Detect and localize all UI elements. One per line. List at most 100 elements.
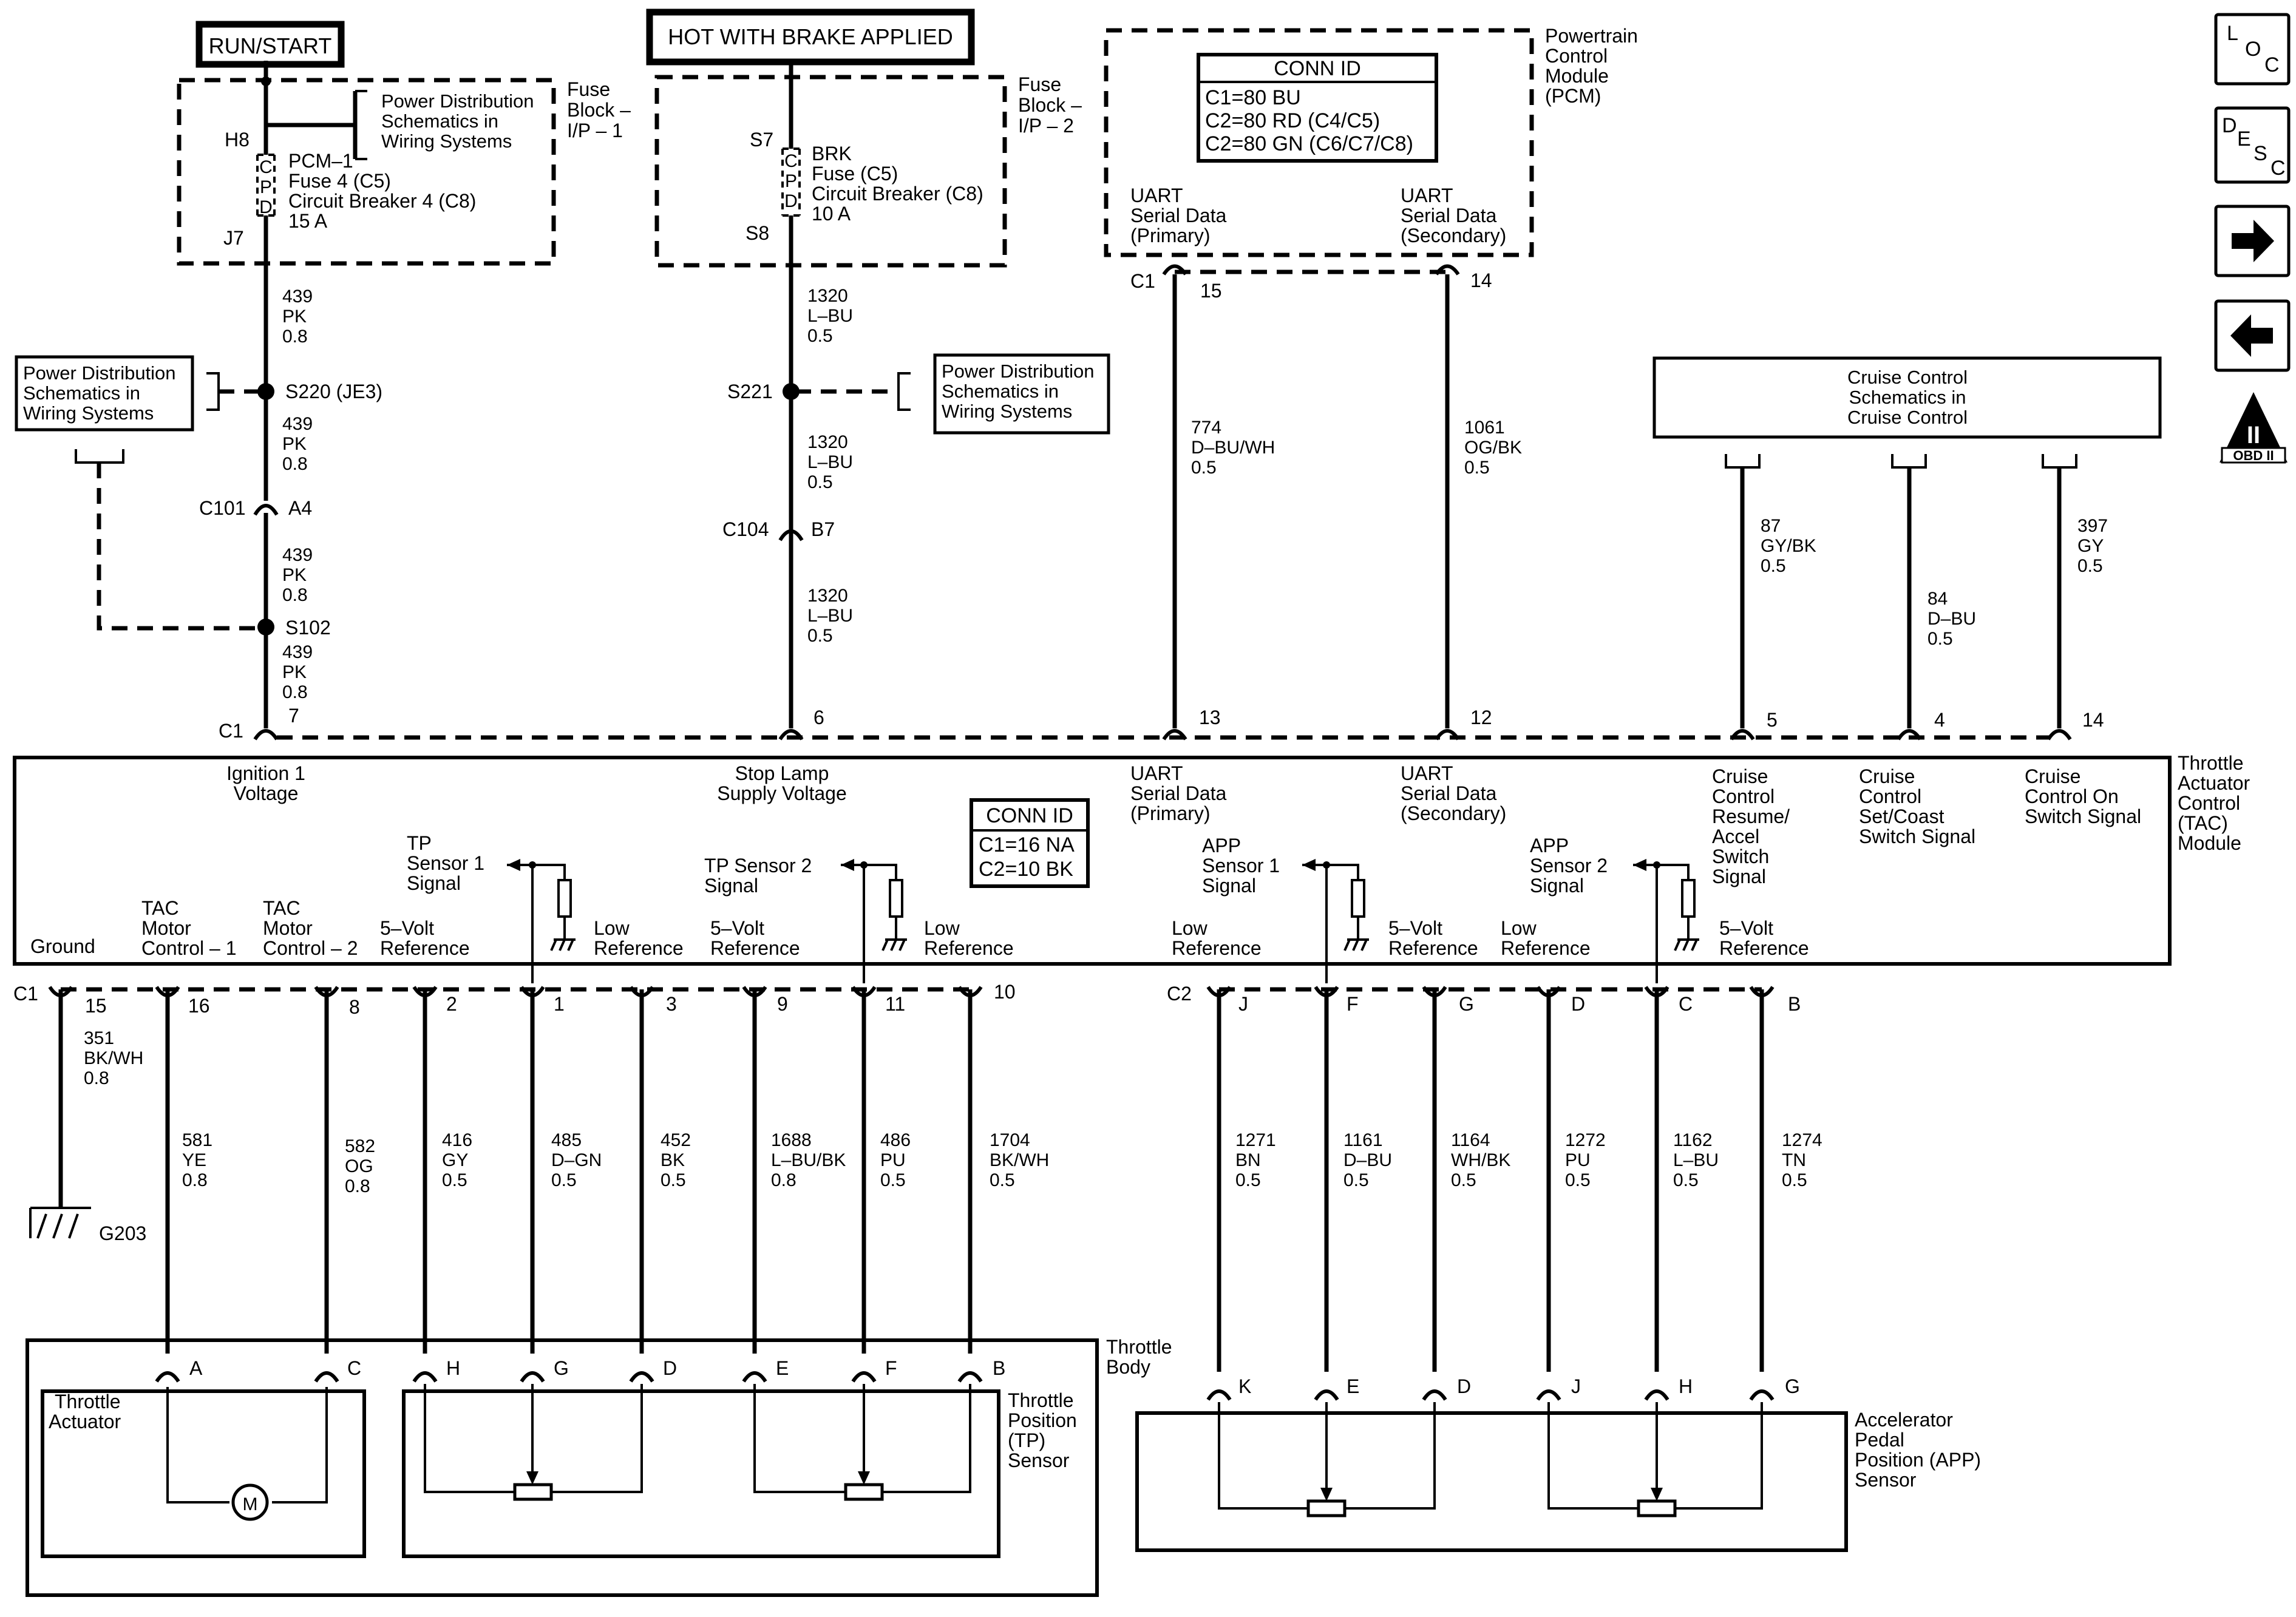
pcm-conn-id-title: CONN ID (1274, 57, 1361, 80)
left-pd-foot (75, 449, 124, 464)
fuse1-splice-dot (261, 76, 271, 86)
app-pot-circuits (1218, 1402, 1763, 1510)
pcm-c1: C1 (1130, 270, 1155, 292)
tp1-potentiometer-icon (513, 1483, 553, 1501)
loc-icon[interactable]: LOC (2214, 13, 2291, 86)
app2-node (1653, 861, 1660, 869)
motor-label: M (243, 1494, 258, 1514)
throttle-body (25, 1338, 1099, 1597)
tac-bottom-c1: C1 (13, 983, 38, 1005)
left-pd-box (15, 355, 194, 432)
tac-top-c1: C1 (219, 720, 243, 742)
run-start-label-box (195, 21, 345, 68)
splice-s220-label: S220 (JE3) (285, 381, 382, 402)
svg-text:DESC: DESC (2222, 114, 2286, 180)
ground-g203-icon (29, 1207, 91, 1239)
cruise-control-box (1652, 356, 2162, 439)
motor-icon (231, 1483, 269, 1521)
wires-cruise (1740, 467, 2062, 728)
c101-label: C101 (199, 497, 246, 519)
app1-potentiometer-icon (1306, 1499, 1347, 1517)
run-start-label: RUN/START (209, 33, 332, 58)
app1-node (1323, 861, 1330, 869)
svg-text:LOC: LOC (2227, 22, 2280, 76)
cruise-feet (1725, 454, 2077, 469)
pcm-pin-14: 14 (1470, 270, 1492, 291)
tp-sensor-box (402, 1389, 1000, 1558)
brake-pd-box (933, 353, 1110, 435)
fuse-block-ip2 (654, 75, 1007, 268)
pcm-conn-id-box (1197, 53, 1438, 163)
tac-ground-label: Ground (30, 935, 95, 957)
fuse1-pd-feed (263, 61, 358, 159)
c101-pin-a4: A4 (288, 497, 312, 519)
tac-bottom-c2: C2 (1167, 983, 1192, 1005)
fuse1-pd-bracket (355, 90, 367, 160)
tac-module (13, 756, 2172, 966)
tp-wiper-arrows (526, 1471, 870, 1485)
brake-pd-bracket (897, 372, 911, 411)
app-sensor-box (1135, 1411, 1848, 1552)
hot-with-brake-label: HOT WITH BRAKE APPLIED (668, 24, 953, 49)
bottom-wires (58, 989, 1764, 1372)
fuse2-pin-s7: S7 (750, 129, 773, 151)
desc-icon[interactable]: DESC (2214, 106, 2291, 184)
next-arrow-icon[interactable] (2214, 205, 2291, 277)
motor-circuit (166, 1387, 328, 1503)
app-sensor-terminals (1206, 1389, 1775, 1401)
app-wiper-arrows (1320, 1488, 1663, 1501)
app2-potentiometer-icon (1637, 1499, 1677, 1517)
tp-pot-circuits (424, 1384, 971, 1493)
prev-arrow-icon[interactable] (2214, 299, 2291, 372)
pcm-terminals (1162, 264, 1460, 276)
obd-ii-icon[interactable]: II OBD II (2220, 392, 2288, 464)
